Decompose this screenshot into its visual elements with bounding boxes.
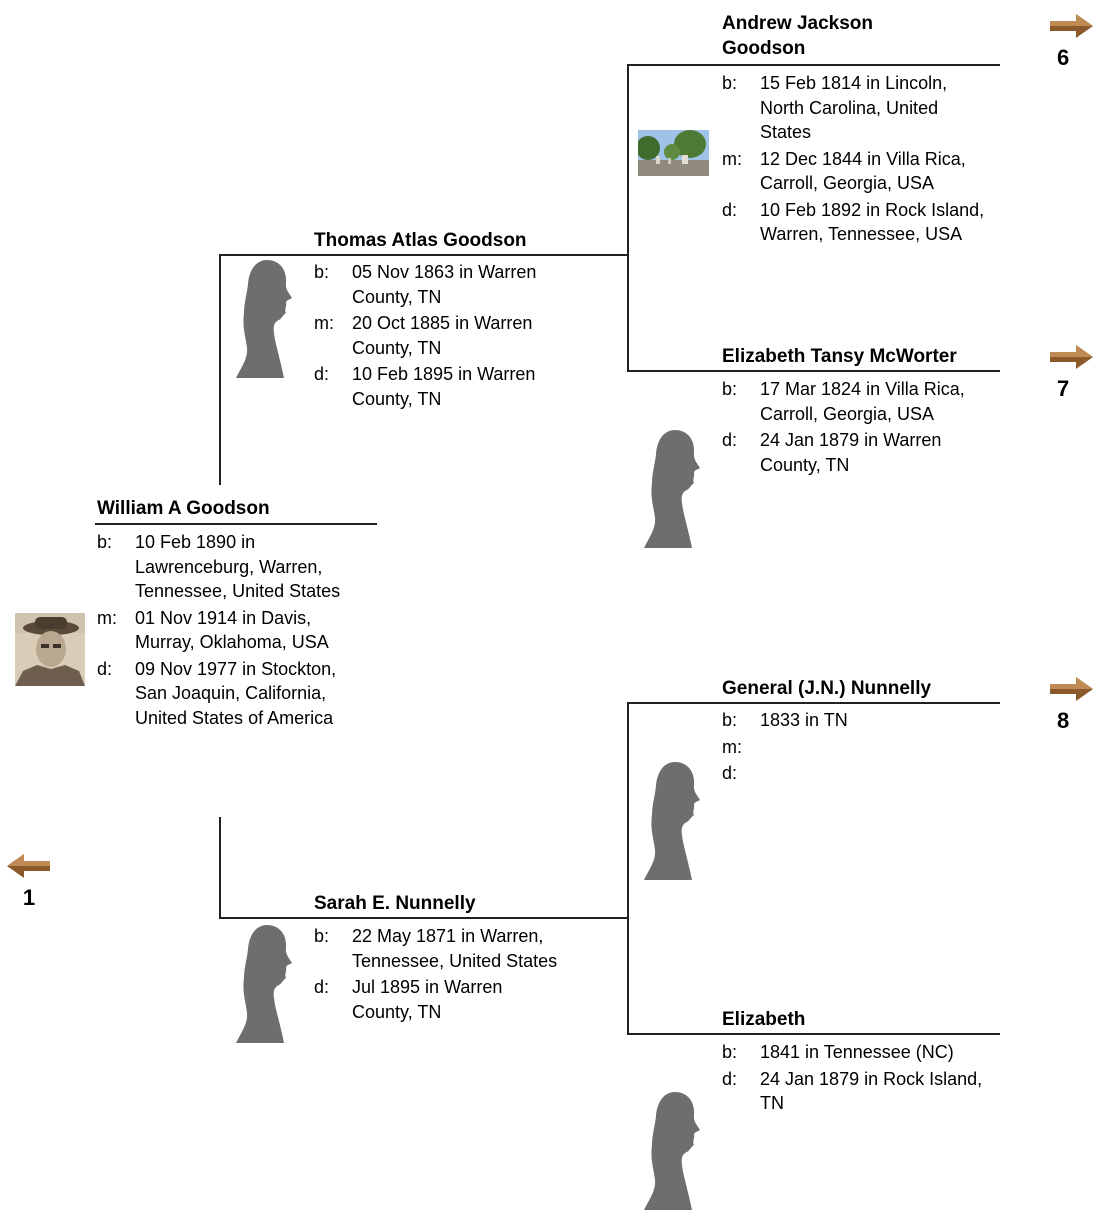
connector-maternal-grandparents [627, 702, 629, 1033]
nav-back-1[interactable]: 1 [6, 853, 52, 911]
birth-fact: b:1833 in TN [722, 710, 848, 730]
birth-fact: b:22 May 1871 in Warren, Tennessee, Unit… [314, 926, 558, 971]
nav-forward-8[interactable]: 8 [1048, 676, 1094, 734]
connector-root-mother [219, 817, 221, 917]
birth-fact: b:17 Mar 1824 in Villa Rica, Carroll, Ge… [722, 379, 965, 424]
mother-name[interactable]: Sarah E. Nunnelly [314, 893, 476, 914]
nav-forward-number: 8 [1057, 708, 1070, 733]
mat-grandfather-silhouette-icon[interactable] [642, 760, 702, 880]
pat-grandfather-facts: b:15 Feb 1814 in Lincoln, North Carolina… [722, 71, 992, 249]
death-fact: d:Jul 1895 in Warren County, TN [314, 977, 503, 1022]
mat-grandmother-underline [627, 1033, 1000, 1035]
cemetery-photo-icon [638, 130, 709, 176]
death-fact: d: [722, 763, 738, 783]
death-fact: d:24 Jan 1879 in Warren County, TN [722, 430, 942, 475]
marriage-fact: m:01 Nov 1914 in Davis, Murray, Oklahoma… [97, 607, 329, 653]
mat-grandmother-silhouette-icon[interactable] [642, 1090, 702, 1210]
mat-grandfather-underline [627, 702, 1000, 704]
birth-fact: b:15 Feb 1814 in Lincoln, North Carolina… [722, 73, 948, 142]
mat-grandmother-facts: b:1841 in Tennessee (NC) d:24 Jan 1879 i… [722, 1040, 992, 1118]
mother-facts: b:22 May 1871 in Warren, Tennessee, Unit… [314, 924, 564, 1026]
pat-grandmother-facts: b:17 Mar 1824 in Villa Rica, Carroll, Ge… [722, 377, 992, 479]
pat-grandmother-name[interactable]: Elizabeth Tansy McWorter [722, 346, 957, 367]
pat-grandmother-silhouette-icon[interactable] [642, 428, 702, 548]
marriage-fact: m:12 Dec 1844 in Villa Rica, Carroll, Ge… [722, 148, 966, 194]
pat-grandfather-photo[interactable] [638, 130, 709, 176]
pat-grandmother-underline [627, 370, 1000, 372]
father-name[interactable]: Thomas Atlas Goodson [314, 230, 527, 251]
nav-back-number: 1 [22, 885, 36, 910]
root-name-underline [95, 523, 377, 525]
birth-fact: b:10 Feb 1890 in Lawrenceburg, Warren, T… [97, 532, 341, 601]
death-fact: d:10 Feb 1895 in Warren County, TN [314, 364, 536, 409]
root-person-facts: b:10 Feb 1890 in Lawrenceburg, Warren, T… [97, 530, 372, 732]
portrait-photo-icon [15, 613, 85, 686]
nav-forward-6[interactable]: 6 [1048, 13, 1094, 71]
death-fact: d:09 Nov 1977 in Stockton, San Joaquin, … [97, 658, 337, 728]
death-fact: d:10 Feb 1892 in Rock Island, Warren, Te… [722, 199, 985, 245]
nav-forward-7[interactable]: 7 [1048, 344, 1094, 402]
pat-grandfather-underline [627, 64, 1000, 66]
birth-fact: b:05 Nov 1863 in Warren County, TN [314, 262, 537, 307]
pat-grandfather-name[interactable]: Andrew Jackson Goodson [722, 13, 873, 59]
arrow-right-icon [1048, 676, 1094, 702]
mat-grandmother-name[interactable]: Elizabeth [722, 1009, 806, 1030]
father-name-underline [219, 254, 628, 256]
root-person-name[interactable]: William A Goodson [97, 498, 270, 519]
connector-paternal-grandparents [627, 64, 629, 371]
nav-forward-number: 6 [1057, 45, 1070, 70]
root-person-photo[interactable] [15, 613, 85, 686]
arrow-left-icon [6, 853, 52, 879]
arrow-right-icon [1048, 344, 1094, 370]
death-fact: d:24 Jan 1879 in Rock Island, TN [722, 1068, 983, 1114]
father-facts: b:05 Nov 1863 in Warren County, TN m:20 … [314, 260, 564, 413]
mat-grandfather-facts: b:1833 in TN m: d: [722, 708, 992, 788]
arrow-right-icon [1048, 13, 1094, 39]
connector-root-father [219, 254, 221, 485]
father-silhouette-icon[interactable] [234, 258, 294, 378]
marriage-fact: m: [722, 736, 742, 757]
mother-name-underline [219, 917, 628, 919]
mat-grandfather-name[interactable]: General (J.N.) Nunnelly [722, 678, 932, 699]
mother-silhouette-icon[interactable] [234, 923, 294, 1043]
birth-fact: b:1841 in Tennessee (NC) [722, 1042, 954, 1062]
nav-forward-number: 7 [1057, 376, 1070, 401]
marriage-fact: m:20 Oct 1885 in Warren County, TN [314, 313, 533, 358]
